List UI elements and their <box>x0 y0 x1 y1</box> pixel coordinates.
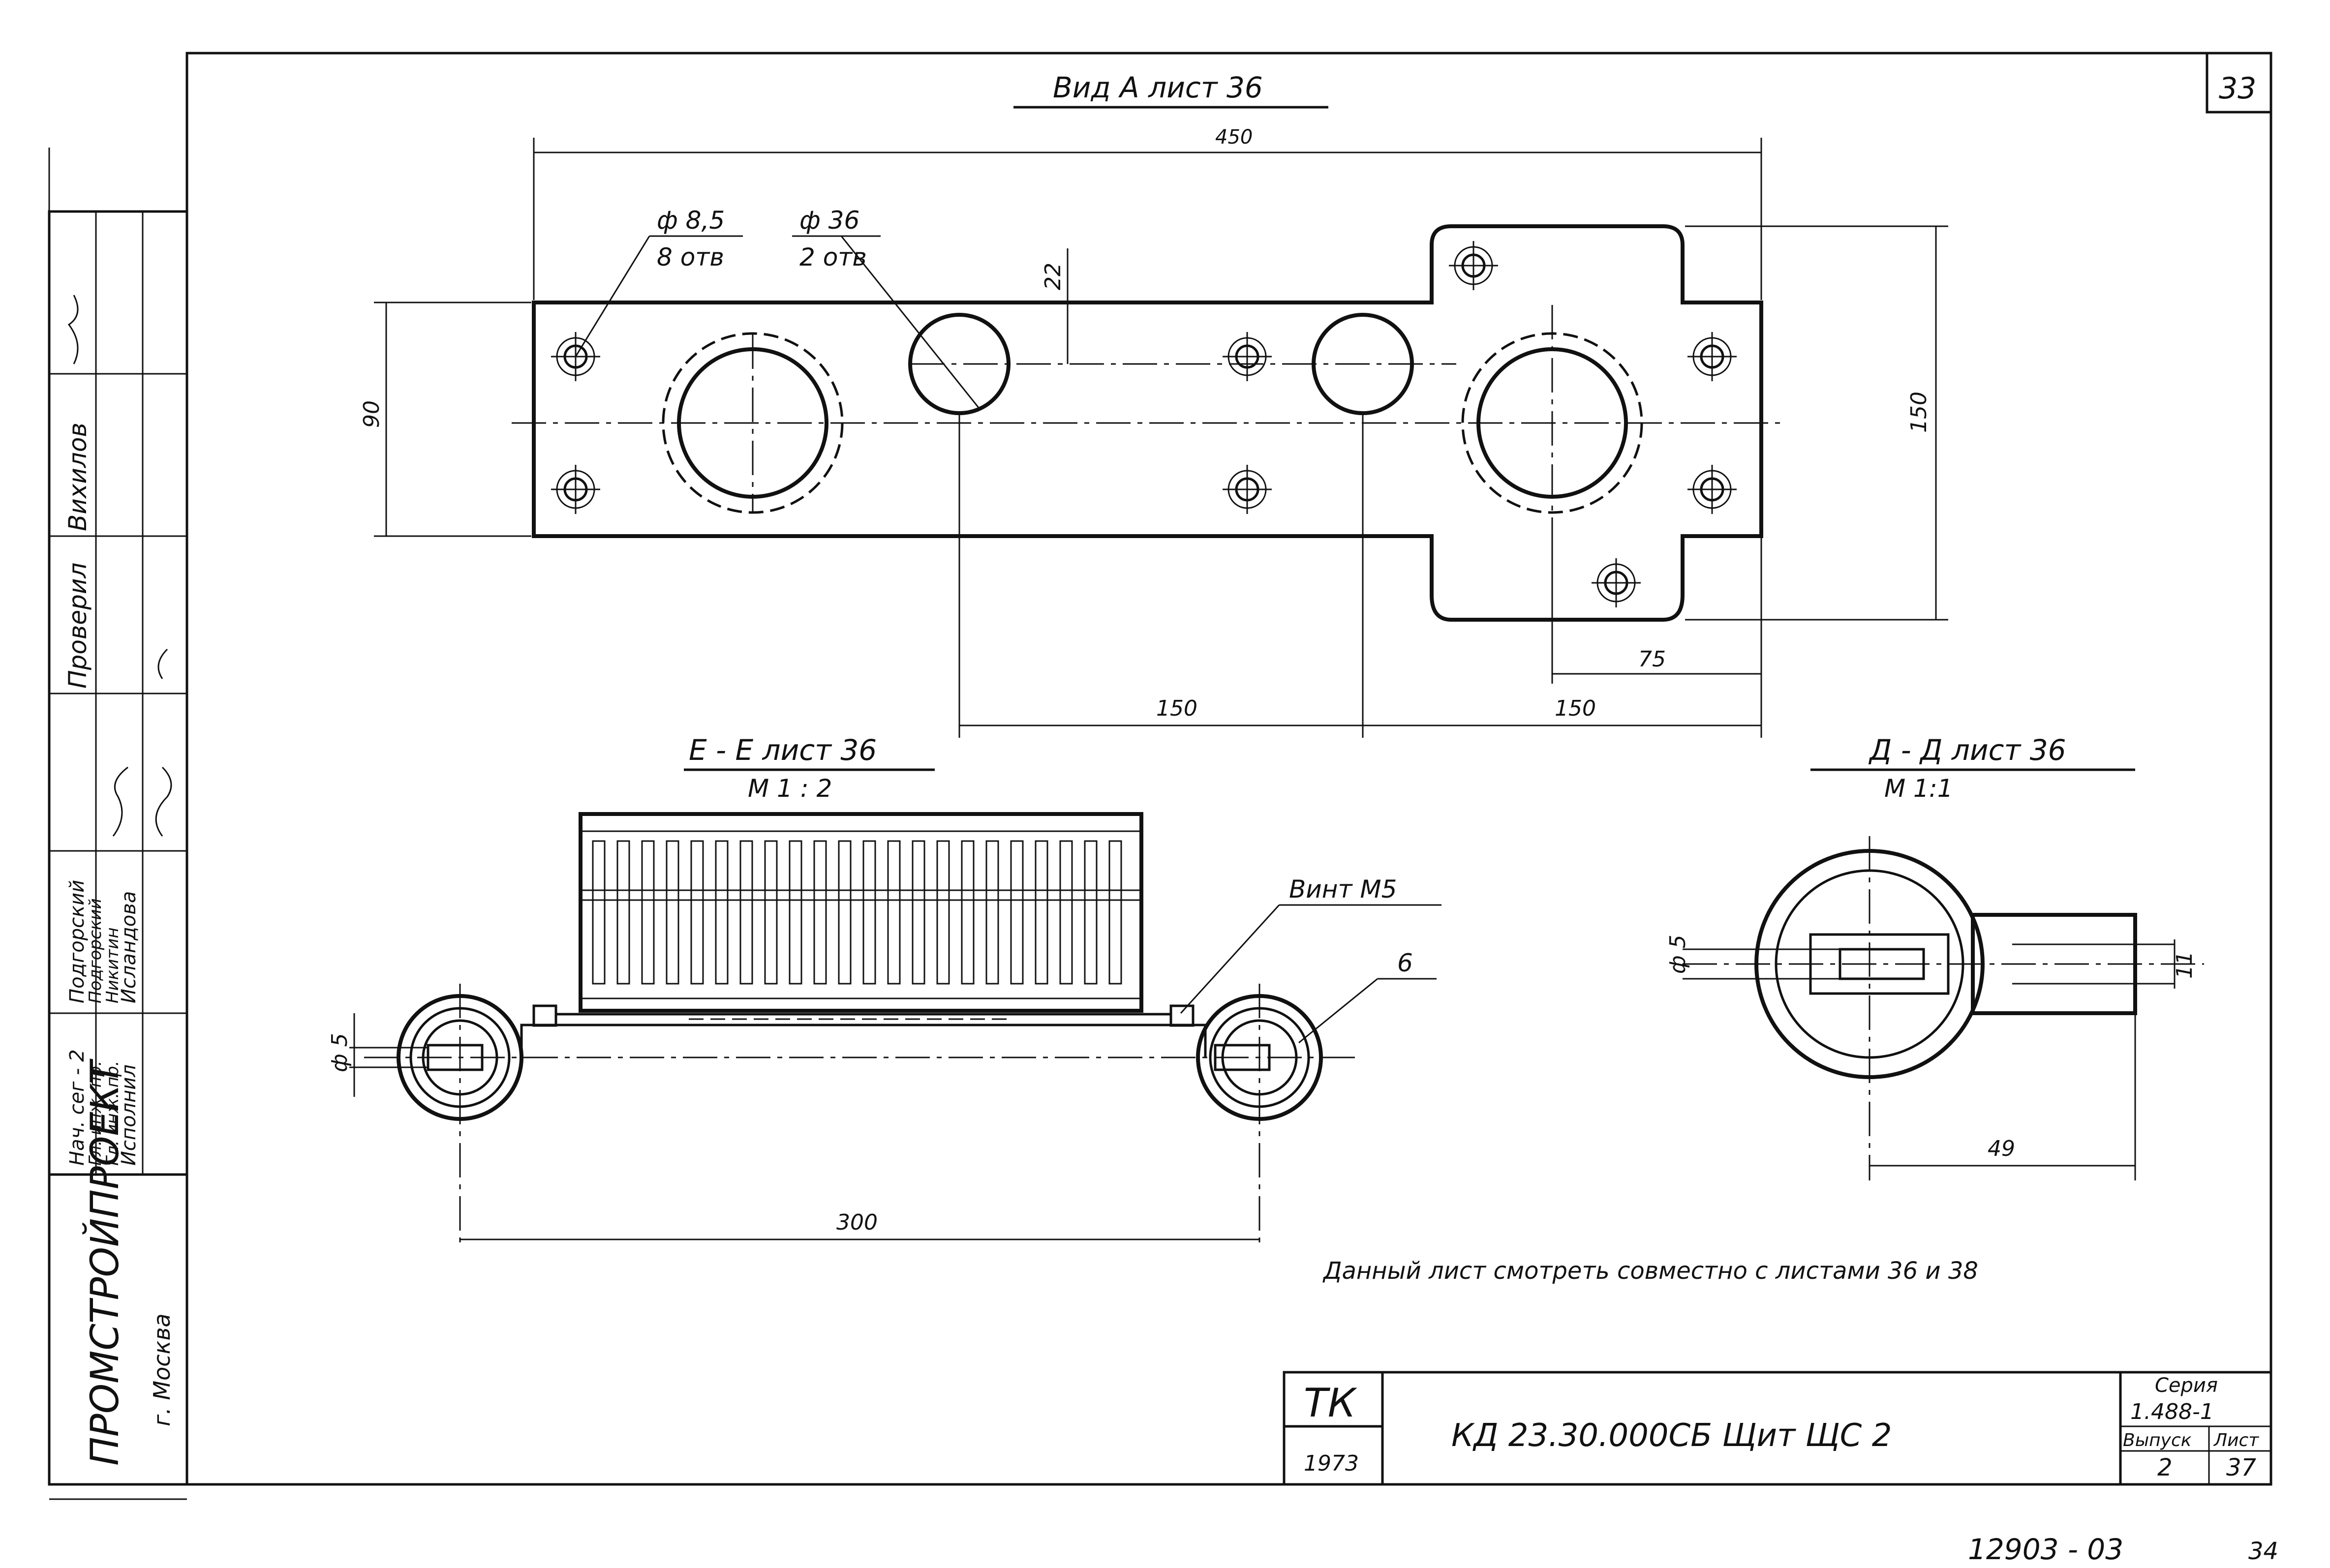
stamp-name-3: Исландова <box>118 891 140 1003</box>
plan-title: Вид А лист 36 <box>1053 71 1263 104</box>
label-6: 6 <box>1397 949 1413 977</box>
large-hole-left <box>677 347 828 499</box>
designation: КД 23.30.000СБ Щит ЩС 2 <box>1451 1417 1892 1454</box>
issue-label: Выпуск <box>2123 1430 2192 1450</box>
section-e-dia: ф 5 <box>327 1033 352 1072</box>
stamp-name-0: Подгорский <box>66 880 89 1003</box>
signature-1 <box>112 766 128 837</box>
stamp-city: г. Москва <box>149 1313 175 1426</box>
archive-number: 12903 - 03 <box>1968 1533 2123 1566</box>
stamp-name-1: Подгорский <box>86 898 105 1003</box>
large-hole-right <box>1476 347 1628 499</box>
stamp-role-3: Исполнил <box>118 1064 140 1166</box>
stamp-role-0: Нач. сег - 2 <box>66 1049 89 1166</box>
sheet-number-box <box>2206 52 2272 114</box>
stamp-entry-checked: Проверил <box>63 563 92 689</box>
issue-value: 2 <box>2157 1454 2173 1481</box>
series-value: 1.488-1 <box>2130 1399 2214 1424</box>
section-d-title: Д - Д лист 36 <box>1868 733 2066 767</box>
dim-300: 300 <box>836 1210 878 1235</box>
stamp-role-1: Гл. инж. пр. <box>86 1061 105 1166</box>
signature-3 <box>67 295 79 364</box>
dim-150-left: 150 <box>1156 696 1197 721</box>
note-text: Данный лист смотреть совместно с листами… <box>1322 1257 1978 1285</box>
sheet-label: Лист <box>2213 1430 2259 1450</box>
signature-2 <box>155 766 172 837</box>
terminal-slots <box>592 840 1122 985</box>
signature-4 <box>157 648 168 679</box>
tk-code: ТК <box>1304 1380 1357 1426</box>
stamp-org: ПРОМСТРОЙПРОЕКТ <box>82 1058 127 1466</box>
section-d: Д - Д лист 36 М 1:1 ф 5 11 49 <box>1665 733 2204 1180</box>
section-d-dia: ф 5 <box>1665 935 1690 974</box>
hole-small-count: 8 отв <box>657 243 724 271</box>
dim-90: 90 <box>359 400 384 428</box>
plate-outline <box>532 224 1763 622</box>
stamp-entry-name: Вихилов <box>63 422 92 531</box>
small-holes <box>551 241 1737 607</box>
screw-right <box>1169 1004 1195 1027</box>
dim-450: 450 <box>1215 126 1253 149</box>
stamp-name-2: Никитин <box>103 928 123 1003</box>
hole-large-count: 2 отв <box>799 243 867 271</box>
dim-75: 75 <box>1638 647 1666 672</box>
terminal-block <box>579 812 1143 1013</box>
series-label: Серия <box>2155 1374 2218 1397</box>
section-e-scale: М 1 : 2 <box>748 774 832 803</box>
section-e: Е - Е лист 36 М 1 : 2 <box>327 733 1441 1249</box>
dim-22: 22 <box>1041 263 1066 290</box>
year: 1973 <box>1304 1451 1359 1476</box>
hole-small-dia: ф 8,5 <box>657 206 725 235</box>
screw-left <box>532 1004 557 1027</box>
stamp-role-2: Гл. инж. пр. <box>103 1061 123 1166</box>
large-hole-right-chamfer <box>1461 332 1643 514</box>
side-stamp: ПРОМСТРОЙПРОЕКТ г. Москва Нач. сег - 2 Г… <box>48 148 188 1486</box>
title-block: ТК 1973 КД 23.30.000СБ Щит ЩС 2 Серия 1.… <box>1283 1371 2272 1486</box>
dim-49: 49 <box>1988 1136 2015 1161</box>
dim-11: 11 <box>2172 951 2197 979</box>
dim-150-vertical: 150 <box>1906 392 1931 433</box>
large-hole-left-chamfer <box>662 332 844 514</box>
section-d-scale: М 1:1 <box>1884 774 1953 803</box>
plan-view: Вид А лист 36 450 <box>359 71 1948 738</box>
section-e-title: Е - Е лист 36 <box>689 733 877 767</box>
dim-150-right: 150 <box>1555 696 1596 721</box>
sheet-top-number: 33 <box>2219 71 2256 106</box>
screw-label: Винт М5 <box>1289 875 1397 904</box>
sheet-value: 37 <box>2226 1454 2257 1481</box>
page-number: 34 <box>2248 1538 2278 1565</box>
hole-large-dia: ф 36 <box>799 206 859 235</box>
